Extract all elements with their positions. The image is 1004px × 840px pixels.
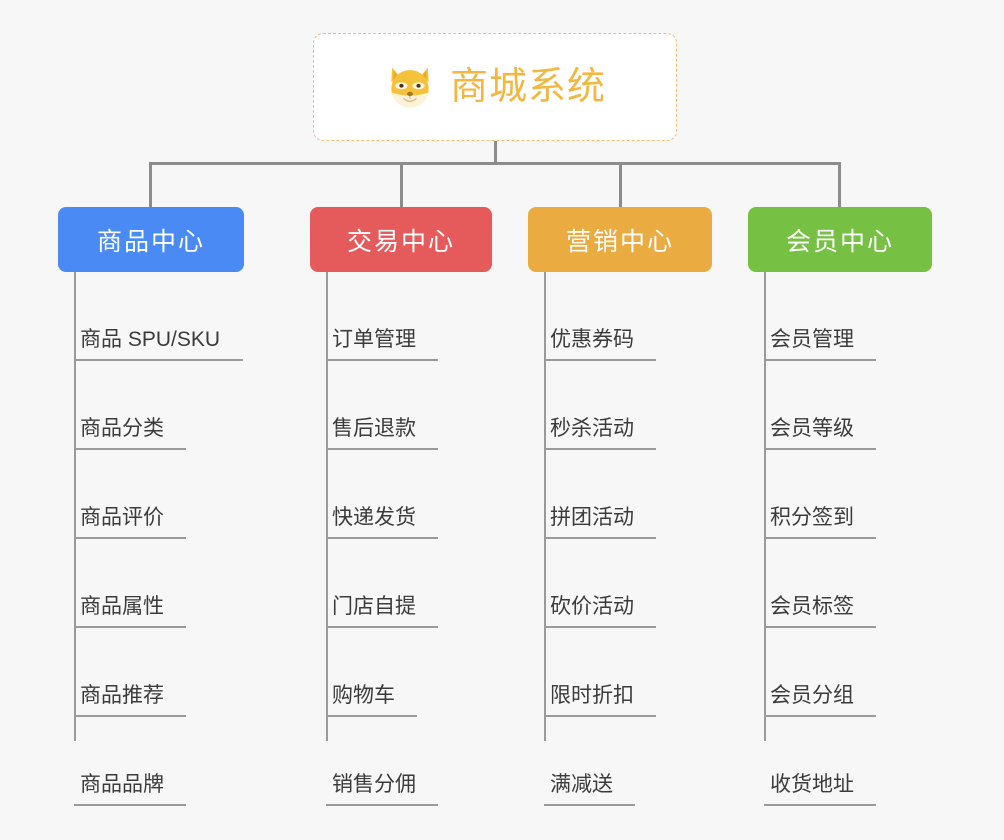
- leaf-label: 商品品牌: [80, 772, 164, 796]
- leaf-item[interactable]: 商品推荐: [74, 628, 186, 717]
- leaf-label: 会员等级: [770, 416, 854, 440]
- leaf-item[interactable]: 购物车: [326, 628, 417, 717]
- connector-drop-column-2: [400, 162, 403, 208]
- column-trunk: [544, 272, 546, 741]
- leaf-label: 购物车: [332, 683, 395, 707]
- column-trunk: [764, 272, 766, 741]
- leaf-label: 优惠券码: [550, 327, 634, 351]
- leaf-item[interactable]: 商品 SPU/SKU: [74, 272, 243, 361]
- leaf-item[interactable]: 秒杀活动: [544, 361, 656, 450]
- category-header-label: 会员中心: [785, 227, 894, 256]
- category-header-label: 交易中心: [346, 227, 455, 256]
- leaf-item[interactable]: 满减送: [544, 717, 635, 806]
- leaf-item[interactable]: 砍价活动: [544, 539, 656, 628]
- leaf-label: 门店自提: [332, 594, 416, 618]
- leaf-label: 满减送: [550, 772, 613, 796]
- leaf-label: 商品 SPU/SKU: [80, 327, 221, 351]
- leaf-item[interactable]: 优惠券码: [544, 272, 656, 361]
- leaf-label: 积分签到: [770, 505, 854, 529]
- column-trunk: [326, 272, 328, 741]
- leaf-item[interactable]: 会员管理: [764, 272, 876, 361]
- connector-drop-column-4: [838, 162, 841, 208]
- leaf-item[interactable]: 收货地址: [764, 717, 876, 806]
- leaf-label: 会员标签: [770, 594, 854, 618]
- leaf-item[interactable]: 商品评价: [74, 450, 186, 539]
- leaf-item[interactable]: 拼团活动: [544, 450, 656, 539]
- leaf-label: 商品评价: [80, 505, 164, 529]
- leaf-item[interactable]: 快递发货: [326, 450, 438, 539]
- leaf-label: 收货地址: [770, 772, 854, 796]
- leaf-label: 快递发货: [332, 505, 416, 529]
- shiba-dog-face-icon: [384, 61, 436, 113]
- category-header-label: 营销中心: [565, 227, 674, 256]
- leaf-item[interactable]: 销售分佣: [326, 717, 438, 806]
- leaf-label: 商品属性: [80, 594, 164, 618]
- connector-drop-column-3: [619, 162, 622, 208]
- leaf-item[interactable]: 商品属性: [74, 539, 186, 628]
- leaf-item[interactable]: 限时折扣: [544, 628, 656, 717]
- category-header-marketing-center[interactable]: 营销中心: [528, 207, 712, 272]
- connector-root-stem: [494, 141, 497, 165]
- leaf-label: 秒杀活动: [550, 416, 634, 440]
- leaf-label: 销售分佣: [332, 772, 416, 796]
- leaf-item[interactable]: 商品分类: [74, 361, 186, 450]
- leaf-item[interactable]: 会员标签: [764, 539, 876, 628]
- leaf-item[interactable]: 售后退款: [326, 361, 438, 450]
- leaf-label: 拼团活动: [550, 505, 634, 529]
- leaf-item[interactable]: 积分签到: [764, 450, 876, 539]
- connector-horizontal-bus: [150, 162, 840, 165]
- root-node[interactable]: 商城系统: [313, 33, 677, 141]
- category-header-product-center[interactable]: 商品中心: [58, 207, 244, 272]
- leaf-item[interactable]: 会员分组: [764, 628, 876, 717]
- leaf-item[interactable]: 会员等级: [764, 361, 876, 450]
- leaf-label: 会员管理: [770, 327, 854, 351]
- root-title: 商城系统: [449, 66, 606, 108]
- leaf-label: 砍价活动: [550, 594, 634, 618]
- leaf-item[interactable]: 商品品牌: [74, 717, 186, 806]
- leaf-label: 售后退款: [332, 416, 416, 440]
- connector-drop-column-1: [149, 162, 152, 208]
- category-header-member-center[interactable]: 会员中心: [748, 207, 932, 272]
- leaf-label: 商品推荐: [80, 683, 164, 707]
- category-header-trade-center[interactable]: 交易中心: [310, 207, 492, 272]
- leaf-label: 订单管理: [332, 327, 416, 351]
- leaf-label: 商品分类: [80, 416, 164, 440]
- leaf-item[interactable]: 门店自提: [326, 539, 438, 628]
- column-trunk: [74, 272, 76, 741]
- leaf-item[interactable]: 订单管理: [326, 272, 438, 361]
- leaf-label: 限时折扣: [550, 683, 634, 707]
- category-header-label: 商品中心: [96, 227, 205, 256]
- leaf-label: 会员分组: [770, 683, 854, 707]
